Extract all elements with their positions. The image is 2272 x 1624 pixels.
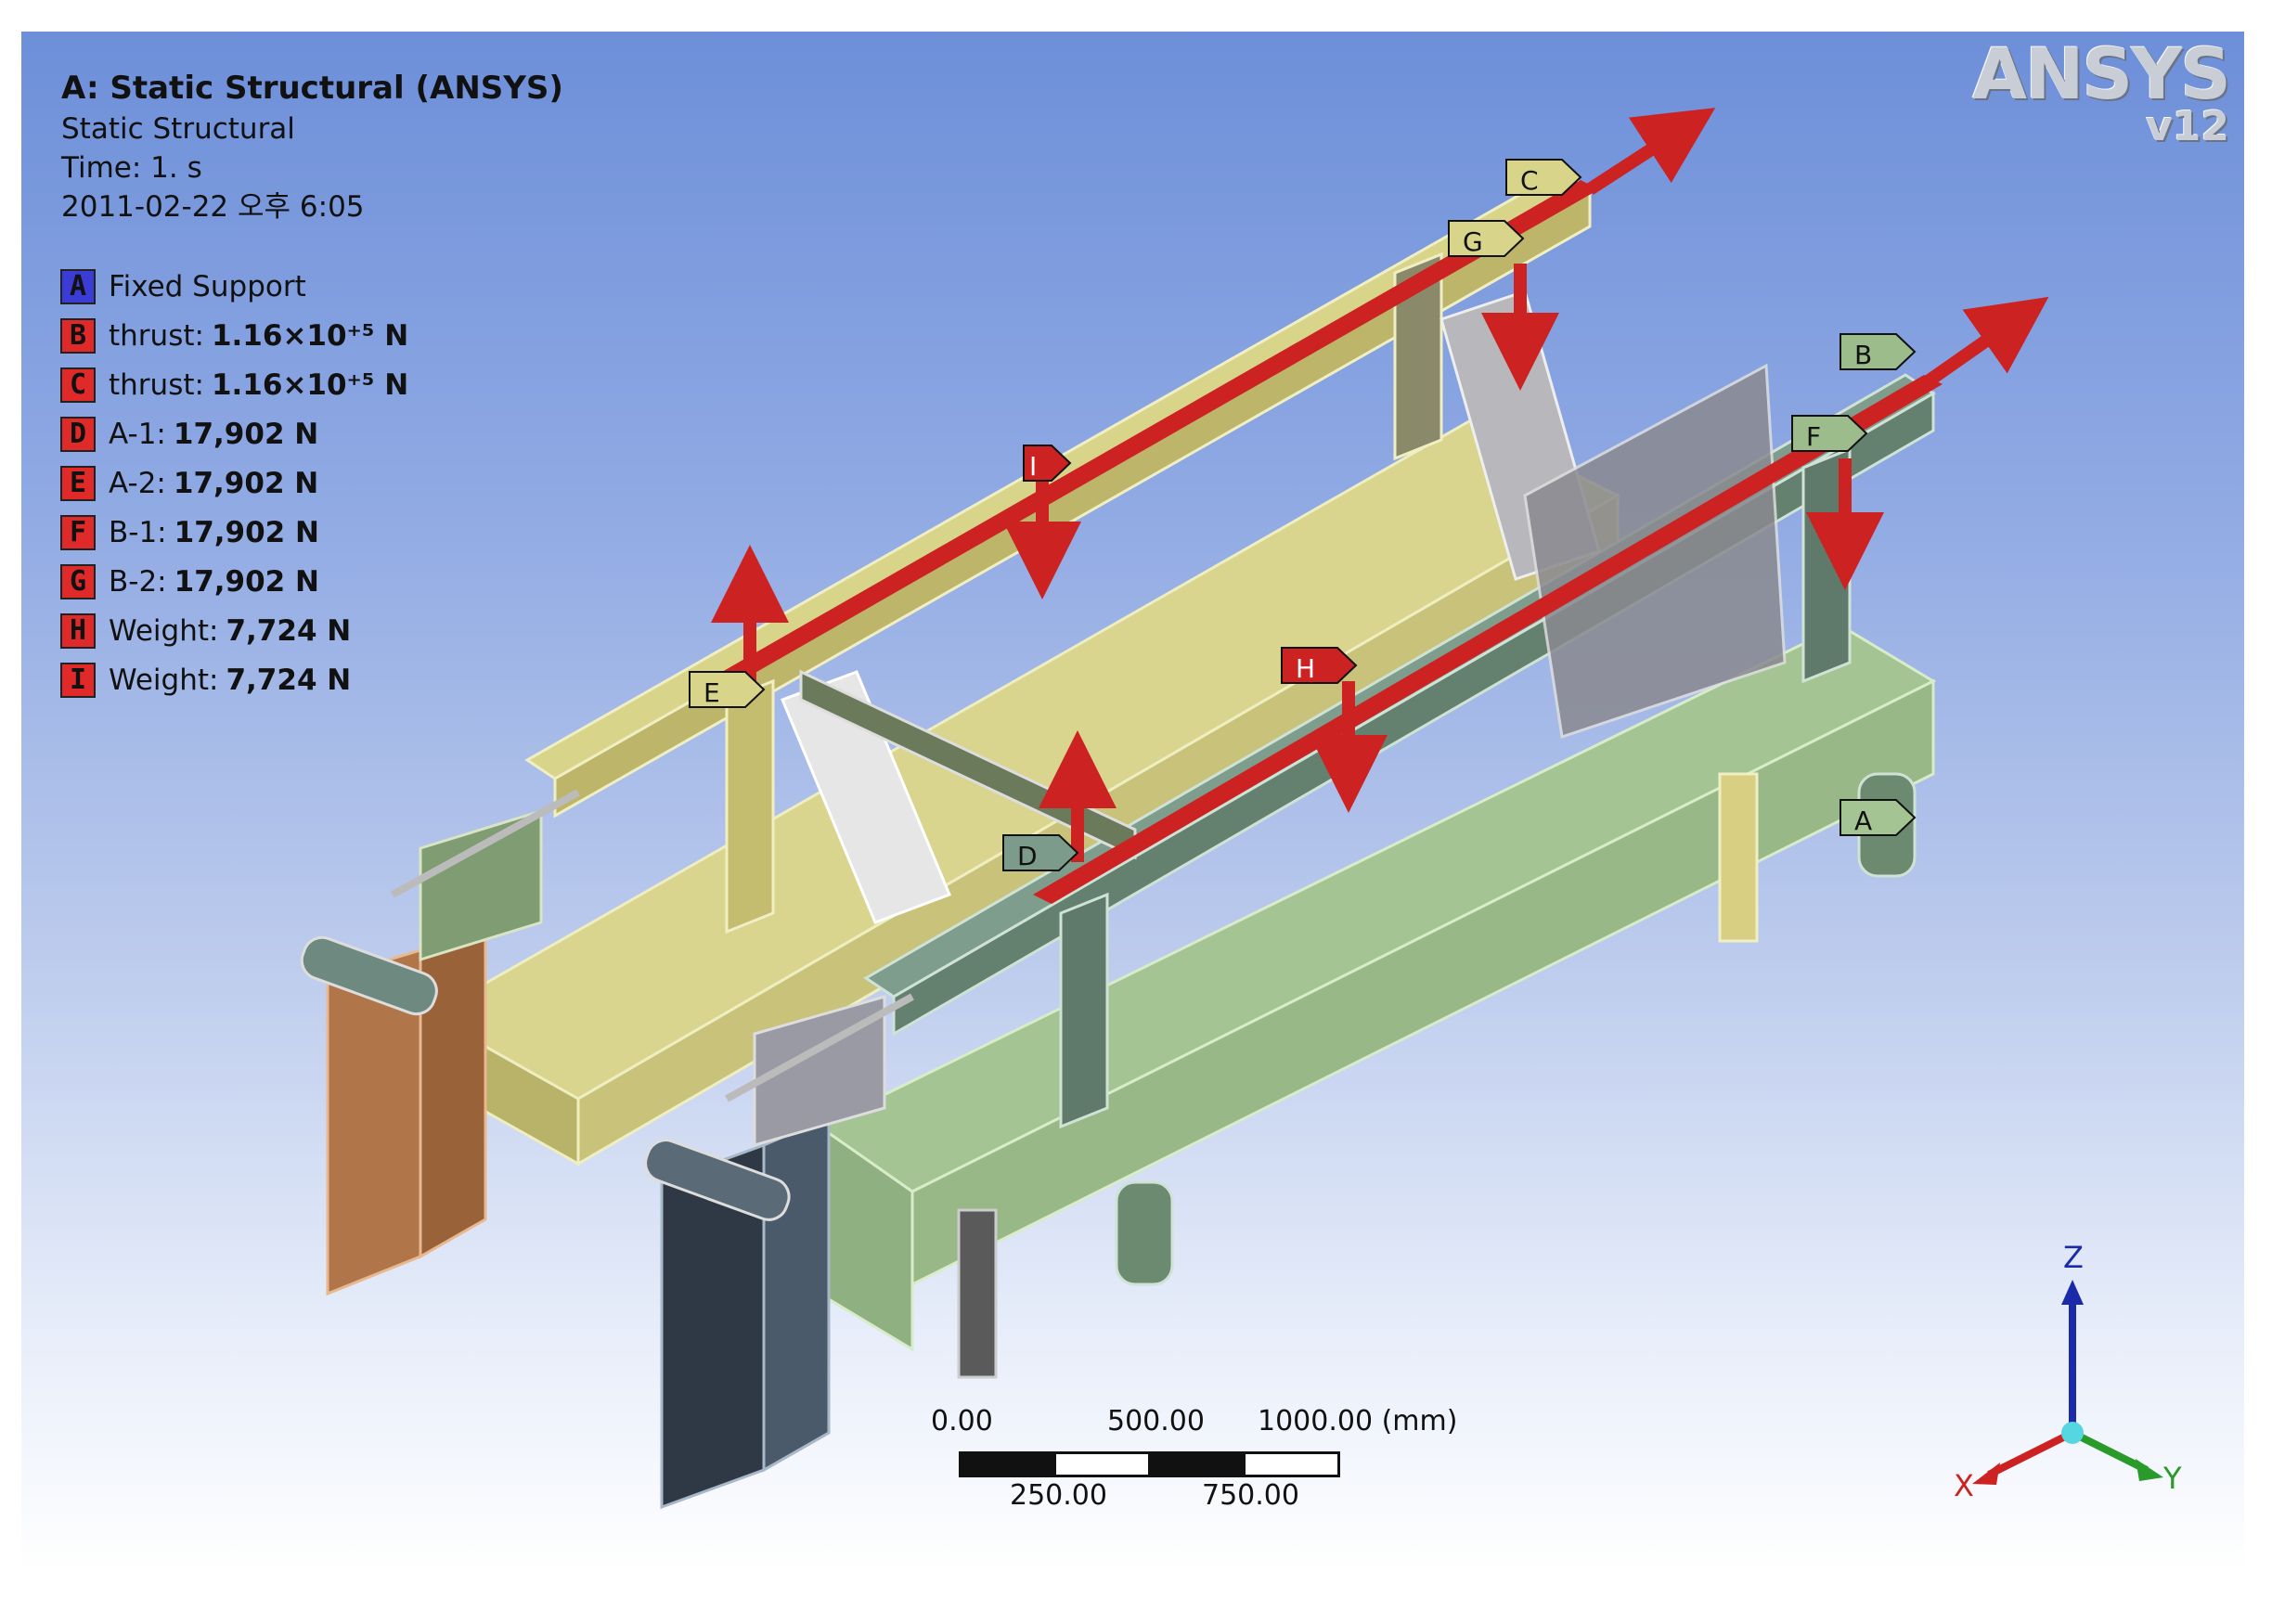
scale-label-250: 250.00	[1010, 1479, 1107, 1512]
legend-item-i[interactable]: I Weight: 7,724 N	[60, 655, 408, 704]
boundary-condition-legend: A Fixed Support B thrust: 1.16×10⁺⁵ N C …	[60, 262, 408, 704]
legend-swatch-i: I	[60, 662, 96, 698]
svg-text:E: E	[704, 677, 720, 708]
scale-label-750: 750.00	[1202, 1479, 1299, 1512]
analysis-time: Time: 1. s	[61, 151, 202, 185]
legend-swatch-e: E	[60, 465, 96, 501]
legend-swatch-g: G	[60, 563, 96, 599]
legend-item-d[interactable]: D A-1: 17,902 N	[60, 409, 408, 458]
legend-swatch-h: H	[60, 612, 96, 649]
scale-label-1000: 1000.00 (mm)	[1258, 1405, 1458, 1437]
legend-value: 17,902 N	[173, 417, 319, 451]
probe-tags: C G B F I H E	[689, 159, 1917, 871]
axis-triad[interactable]: Z Y X	[1933, 1238, 2212, 1516]
legend-swatch-b: B	[60, 317, 96, 354]
legend-item-f[interactable]: F B-1: 17,902 N	[60, 508, 408, 557]
legend-value: 17,902 N	[174, 515, 319, 549]
tag-g: G	[1448, 220, 1525, 257]
scale-segment-1	[959, 1451, 1056, 1477]
legend-item-c[interactable]: C thrust: 1.16×10⁺⁵ N	[60, 360, 408, 409]
analysis-date: 2011-02-22 오후 6:05	[61, 190, 365, 224]
legend-value: 7,724 N	[226, 613, 352, 648]
legend-label: Fixed Support	[109, 269, 306, 303]
analysis-header: A: Static Structural (ANSYS) Static Stru…	[61, 67, 563, 226]
scale-label-500: 500.00	[1107, 1405, 1205, 1437]
triad-graphic	[1972, 1280, 2163, 1485]
structural-model[interactable]: C G B F I H E	[21, 32, 2244, 1572]
scale-segment-4	[1243, 1451, 1340, 1477]
legend-swatch-f: F	[60, 514, 96, 550]
legend-label: A-1:	[109, 417, 166, 451]
tag-a: A	[1840, 799, 1917, 836]
legend-item-e[interactable]: E A-2: 17,902 N	[60, 458, 408, 508]
legend-label: thrust:	[109, 318, 204, 353]
legend-label: Weight:	[109, 663, 219, 697]
legend-swatch-a: A	[60, 268, 96, 304]
legend-item-h[interactable]: H Weight: 7,724 N	[60, 606, 408, 655]
svg-text:G: G	[1463, 226, 1483, 257]
legend-label: thrust:	[109, 367, 204, 402]
tag-e: E	[689, 671, 766, 708]
tag-c: C	[1505, 159, 1582, 196]
svg-text:F: F	[1806, 421, 1821, 452]
svg-text:C: C	[1520, 165, 1539, 196]
legend-item-b[interactable]: B thrust: 1.16×10⁺⁵ N	[60, 311, 408, 360]
force-arrows	[711, 108, 2049, 862]
svg-text:A: A	[1854, 806, 1872, 836]
tag-d: D	[1002, 834, 1079, 871]
analysis-type: Static Structural	[61, 112, 295, 146]
legend-item-a[interactable]: A Fixed Support	[60, 262, 408, 311]
tag-i: I	[1023, 445, 1072, 482]
scale-bar: 0.00 500.00 1000.00 (mm) 250.00 750.00	[931, 1405, 1457, 1544]
axis-z-label: Z	[2063, 1240, 2084, 1275]
axis-x-label: X	[1954, 1468, 1974, 1503]
analysis-title: A: Static Structural (ANSYS)	[61, 70, 563, 107]
scale-segment-3	[1148, 1451, 1246, 1477]
scale-segment-2	[1053, 1451, 1151, 1477]
legend-swatch-c: C	[60, 367, 96, 403]
legend-value: 1.16×10⁺⁵ N	[211, 367, 409, 402]
legend-swatch-d: D	[60, 416, 96, 452]
legend-label: B-1:	[109, 515, 167, 549]
graphics-viewport[interactable]: C G B F I H E	[21, 32, 2244, 1572]
tag-h: H	[1281, 647, 1358, 684]
svg-text:I: I	[1029, 451, 1037, 482]
legend-label: B-2:	[109, 564, 167, 599]
scale-label-0: 0.00	[931, 1405, 993, 1437]
legend-value: 7,724 N	[226, 663, 352, 697]
load-rail-highlight	[690, 180, 1943, 904]
logo-name: ANSYS	[1972, 32, 2231, 115]
legend-value: 17,902 N	[173, 466, 319, 500]
tag-f: F	[1791, 415, 1868, 452]
logo-version: v12	[2146, 103, 2229, 150]
axis-y-label: Y	[2163, 1461, 2182, 1496]
legend-item-g[interactable]: G B-2: 17,902 N	[60, 557, 408, 606]
legend-label: A-2:	[109, 466, 166, 500]
ansys-logo: ANSYS v12	[1972, 32, 2231, 150]
svg-text:H: H	[1296, 653, 1315, 684]
legend-value: 1.16×10⁺⁵ N	[211, 318, 409, 353]
legend-label: Weight:	[109, 613, 219, 648]
svg-text:B: B	[1854, 340, 1872, 370]
tag-b: B	[1840, 333, 1917, 370]
svg-text:D: D	[1017, 841, 1038, 871]
legend-value: 17,902 N	[174, 564, 319, 599]
